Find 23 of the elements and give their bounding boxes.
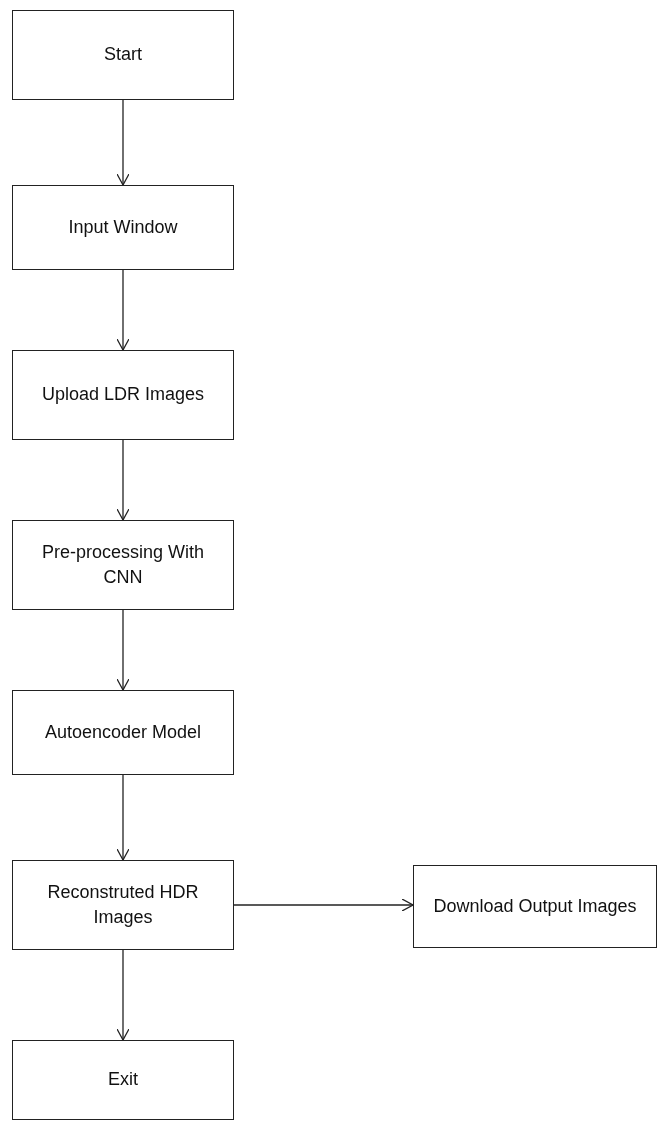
- box-label: Start: [103, 43, 143, 67]
- process-box: [12, 860, 234, 950]
- process-box: [12, 10, 234, 100]
- arrow: [116, 99, 130, 186]
- process-box: [12, 350, 234, 440]
- arrow: [116, 439, 130, 521]
- arrow: [116, 949, 130, 1041]
- box-label: Pre-processing With CNN: [40, 540, 206, 589]
- process-box: [12, 185, 234, 270]
- box-label: Autoencoder Model: [43, 720, 203, 744]
- process-box: [12, 520, 234, 610]
- arrow: [233, 898, 414, 912]
- box-label: Download Output Images: [432, 894, 638, 918]
- arrow: [116, 774, 130, 861]
- arrow: [116, 609, 130, 691]
- process-box: [12, 690, 234, 775]
- process-box: [413, 865, 657, 948]
- process-box: [12, 1040, 234, 1120]
- box-label: Reconstruted HDR Images: [46, 880, 200, 929]
- box-label: Input Window: [67, 215, 179, 239]
- box-label: Upload LDR Images: [40, 383, 206, 407]
- box-label: Exit: [107, 1068, 139, 1092]
- arrow: [116, 269, 130, 351]
